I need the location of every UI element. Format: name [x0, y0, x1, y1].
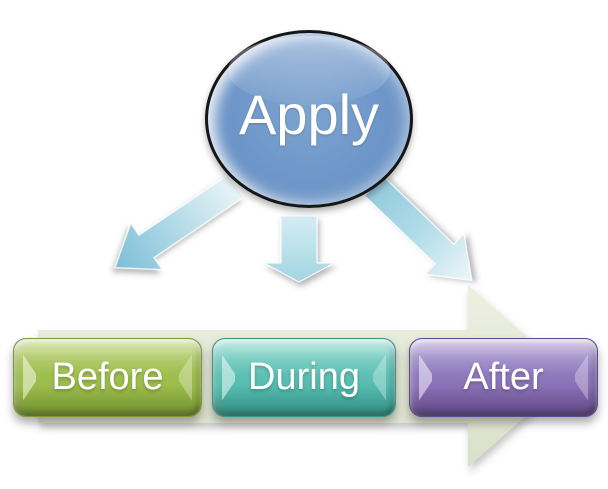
bevel-highlight-icon: [222, 354, 235, 401]
connector-arrow-right: [363, 175, 473, 282]
bevel-highlight-icon: [23, 354, 36, 401]
apply-circle: Apply: [205, 30, 413, 208]
bevel-highlight-icon: [575, 354, 588, 401]
stage-box-during: During: [212, 338, 396, 417]
bevel-highlight-icon: [419, 354, 432, 401]
apply-circle-label: Apply: [238, 83, 380, 146]
connector-arrow-middle: [263, 215, 335, 283]
stage-label: After: [463, 356, 544, 398]
stage-box-after: After: [409, 338, 598, 417]
stage-label: During: [248, 356, 360, 398]
connector-arrow-left: [114, 173, 245, 271]
stage-box-before: Before: [13, 338, 202, 417]
bevel-highlight-icon: [179, 354, 192, 401]
stage-label: Before: [51, 356, 164, 398]
bevel-highlight-icon: [373, 354, 386, 401]
